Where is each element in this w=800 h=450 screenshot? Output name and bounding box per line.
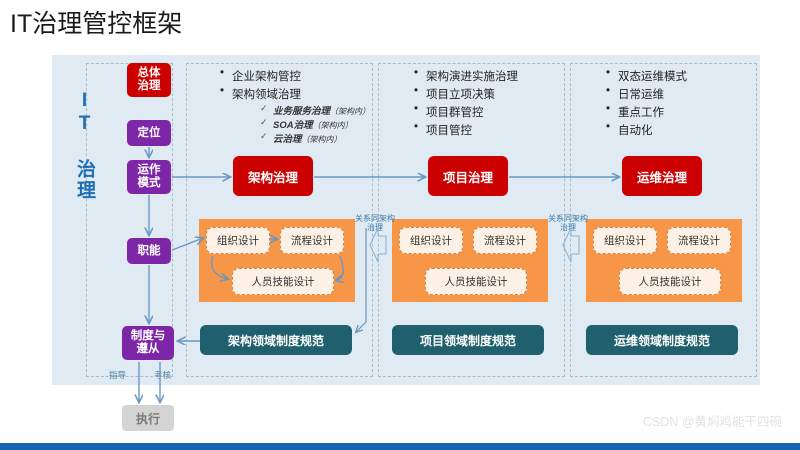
standard-bar-operations[interactable]: 运维领域制度规范 (586, 325, 738, 355)
bullet-text: 企业架构管控 (232, 71, 301, 83)
capability-box-org-design-operations[interactable]: 组织设计 (593, 227, 657, 254)
stage-box-function[interactable]: 职能 (127, 238, 171, 264)
bullet-text: 项目管控 (426, 125, 472, 137)
dashed-column-operations (570, 63, 757, 377)
capability-box-label: 组织设计 (410, 235, 452, 247)
sub-bullet-items: 业务服务治理（架构内） SOA治理（架构内） 云治理（架构内） (260, 103, 370, 145)
list-item: 项目管控 (412, 121, 518, 138)
capability-box-label: 流程设计 (678, 235, 720, 247)
standard-bar-project[interactable]: 项目领域制度规范 (392, 325, 544, 355)
capability-box-label: 流程设计 (484, 235, 526, 247)
bullet-list-operations: 双态运维模式 日常运维 重点工作 自动化 (604, 67, 687, 140)
list-item: 企业架构管控 (218, 67, 370, 84)
standard-bar-architecture[interactable]: 架构领域制度规范 (200, 325, 352, 355)
bullet-text: 自动化 (618, 125, 653, 137)
bullet-text: 项目群管控 (426, 107, 484, 119)
capability-box-label: 组织设计 (604, 235, 646, 247)
sub-bullet-note: （架构内） (301, 135, 342, 144)
list-item: 架构领域治理 业务服务治理（架构内） SOA治理（架构内） 云治理（架构内） (218, 85, 370, 145)
stage-label: 总体治理 (137, 67, 161, 92)
bullet-items: 架构演进实施治理 项目立项决策 项目群管控 项目管控 (412, 67, 518, 138)
sub-list-item: 云治理（架构内） (260, 131, 370, 145)
list-item: 项目立项决策 (412, 85, 518, 102)
sub-bullet-text: SOA治理 (273, 120, 313, 131)
standard-bar-label: 架构领域制度规范 (227, 333, 324, 348)
bullet-items: 双态运维模式 日常运维 重点工作 自动化 (604, 67, 687, 138)
stage-label: 运作模式 (137, 164, 161, 189)
capability-box-process-design-operations[interactable]: 流程设计 (667, 227, 731, 254)
execute-box[interactable]: 执行 (122, 405, 174, 431)
stage-label: 定位 (137, 126, 161, 139)
page-title: IT治理管控框架 (10, 10, 183, 38)
stage-box-operating-model[interactable]: 运作模式 (127, 160, 171, 194)
list-item: 日常运维 (604, 85, 687, 102)
capability-box-process-design-project[interactable]: 流程设计 (473, 227, 537, 254)
governance-box-operations[interactable]: 运维治理 (622, 156, 702, 196)
list-item: 重点工作 (604, 103, 687, 120)
bullet-items: 企业架构管控 架构领域治理 业务服务治理（架构内） SOA治理（架构内） 云治理… (218, 67, 370, 145)
capability-box-label: 流程设计 (291, 235, 333, 247)
capability-box-label: 人员技能设计 (638, 276, 702, 288)
capability-box-label: 人员技能设计 (251, 276, 315, 288)
bullet-list-project: 架构演进实施治理 项目立项决策 项目群管控 项目管控 (412, 67, 518, 140)
capability-box-org-design-architecture[interactable]: 组织设计 (206, 227, 270, 254)
connector-caption-architecture: 关系同架构治理 (355, 214, 395, 232)
stage-box-policy-compliance[interactable]: 制度与遵从 (122, 326, 174, 360)
governance-box-label: 架构治理 (247, 170, 298, 185)
stage-label: 制度与遵从 (130, 330, 166, 355)
standard-bar-label: 项目领域制度规范 (419, 333, 516, 348)
stage-label: 职能 (137, 244, 161, 257)
capability-box-org-design-project[interactable]: 组织设计 (399, 227, 463, 254)
bullet-text: 架构演进实施治理 (426, 71, 518, 83)
bullet-text: 重点工作 (618, 107, 664, 119)
sub-bullet-text: 云治理 (273, 134, 302, 145)
bullet-text: 双态运维模式 (618, 71, 687, 83)
sub-list-item: 业务服务治理（架构内） (260, 103, 370, 117)
list-item: 项目群管控 (412, 103, 518, 120)
caption-guide: 指导 (109, 370, 127, 380)
stage-box-overall-governance[interactable]: 总体治理 (127, 63, 171, 97)
sub-bullet-text: 业务服务治理 (273, 106, 331, 117)
stage-box-positioning[interactable]: 定位 (127, 120, 171, 146)
capability-box-label: 人员技能设计 (444, 276, 508, 288)
sub-bullet-note: （架构内） (312, 121, 353, 130)
sub-list-item: SOA治理（架构内） (260, 117, 370, 131)
governance-box-label: 项目治理 (442, 170, 493, 185)
bullet-text: 项目立项决策 (426, 89, 495, 101)
list-item: 自动化 (604, 121, 687, 138)
capability-box-skill-design-project[interactable]: 人员技能设计 (425, 268, 527, 295)
dashed-column-project (378, 63, 565, 377)
list-item: 架构演进实施治理 (412, 67, 518, 84)
bullet-text: 架构领域治理 (232, 89, 301, 101)
capability-box-skill-design-operations[interactable]: 人员技能设计 (619, 268, 721, 295)
caption-assess: 考核 (154, 370, 172, 380)
bottom-accent-bar (0, 443, 800, 450)
bullet-list-architecture: 企业架构管控 架构领域治理 业务服务治理（架构内） SOA治理（架构内） 云治理… (218, 67, 370, 147)
execute-box-label: 执行 (135, 411, 160, 426)
watermark: CSDN @黄焖鸡能干四碗 (642, 415, 782, 429)
capability-box-skill-design-architecture[interactable]: 人员技能设计 (232, 268, 334, 295)
it-governance-label: IT 治理 (62, 90, 107, 208)
it-governance-label-line1: IT 治理 (74, 90, 95, 201)
list-item: 双态运维模式 (604, 67, 687, 84)
governance-box-project[interactable]: 项目治理 (428, 156, 508, 196)
sub-bullet-note: （架构内） (330, 107, 371, 116)
governance-box-label: 运维治理 (636, 170, 687, 185)
bullet-text: 日常运维 (618, 89, 664, 101)
governance-box-architecture[interactable]: 架构治理 (233, 156, 313, 196)
dashed-column-architecture (186, 63, 373, 377)
capability-box-label: 组织设计 (217, 235, 259, 247)
standard-bar-label: 运维领域制度规范 (613, 333, 710, 348)
capability-box-process-design-architecture[interactable]: 流程设计 (280, 227, 344, 254)
connector-caption-project: 关系同架构治理 (548, 214, 588, 232)
